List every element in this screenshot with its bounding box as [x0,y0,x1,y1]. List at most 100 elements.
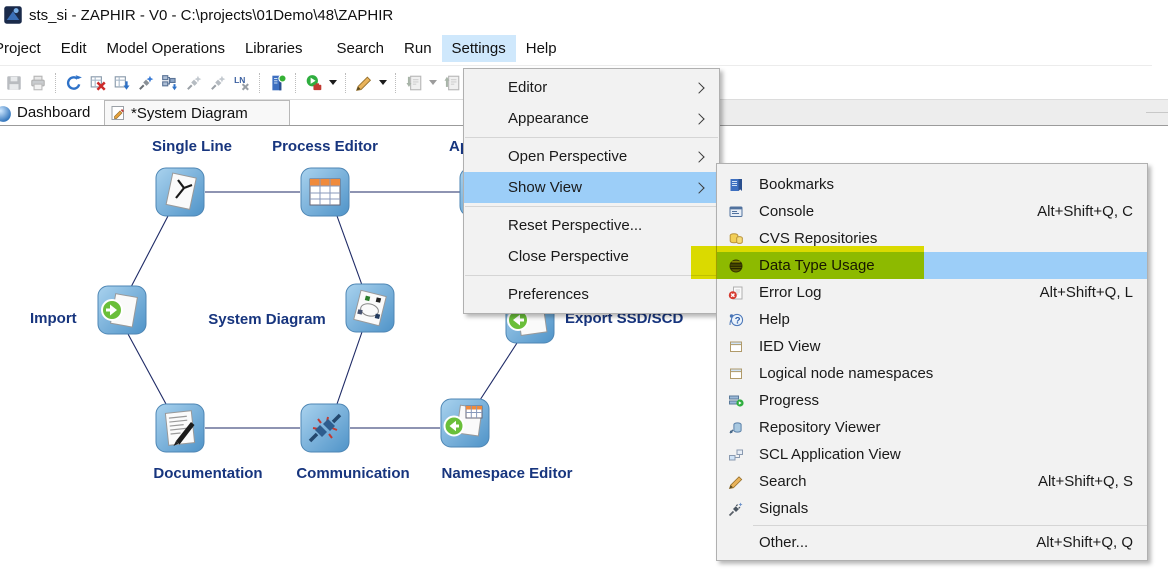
console-icon [728,204,745,220]
show-view-item-signals[interactable]: Signals [717,495,1147,522]
menu-item-label: Bookmarks [759,176,835,193]
toolbar-button-wizard-icon[interactable] [182,71,206,95]
menu-separator [753,525,1147,526]
bookmarks-icon [728,177,745,193]
menu-item-label: Open Perspective [508,148,628,165]
toolbar-button-save-icon[interactable] [2,71,26,95]
toolbar-button-refresh-icon[interactable] [62,71,86,95]
toolbar-button-library-icon[interactable] [266,71,290,95]
menu-item-label: Console [759,203,815,220]
node-namespace-editor[interactable] [440,398,490,448]
menubar-item-libraries[interactable]: Libraries [244,39,303,57]
menubar-item-model-operations[interactable]: Model Operations [106,39,225,57]
dashboard-sphere-icon [0,104,12,122]
toolbar-button-checkout-icon[interactable] [440,71,464,95]
menu-item-label: Reset Perspective... [508,217,643,234]
node-documentation[interactable] [155,403,205,453]
tab-system-diagram-label: *System Diagram [131,104,248,122]
settings-menu-item-appearance[interactable]: Appearance [464,103,719,134]
toolbar-button-import-table-icon[interactable] [110,71,134,95]
dropdown-arrow-icon[interactable] [426,80,440,85]
show-view-item-scl-application-view[interactable]: SCL Application View [717,441,1147,468]
node-single-line[interactable] [155,167,205,217]
menu-item-label: Progress [759,392,820,409]
menu-item-label: Search [759,473,807,490]
toolbar-button-wizard-icon[interactable] [206,71,230,95]
node-process-editor[interactable] [300,167,350,217]
toolbar-button-print-icon[interactable] [26,71,50,95]
svg-text:LN: LN [234,75,245,85]
repository-viewer-icon [728,420,745,436]
submenu-chevron-icon [693,81,705,94]
tab-dashboard[interactable]: Dashboard [0,100,90,125]
menu-item-label: Preferences [508,286,589,303]
toolbar-button-checkin-icon[interactable] [402,71,426,95]
menu-item-label: Repository Viewer [759,419,881,436]
show-view-item-cvs-repositories[interactable]: CVS Repositories [717,225,1147,252]
data-type-usage-icon [728,258,745,274]
menu-item-label: Close Perspective [508,248,629,265]
show-view-item-ied-view[interactable]: IED View [717,333,1147,360]
toolbar-button-new-connection-icon[interactable] [134,71,158,95]
tab-dashboard-label: Dashboard [17,104,91,121]
menubar-item-search[interactable]: Search [336,39,385,57]
menubar-item-settings[interactable]: Settings [441,34,516,62]
toolbar-separator [259,72,261,93]
window-title: sts_si - ZAPHIR - V0 - C:\projects\01Dem… [29,6,394,24]
scl-application-view-icon [728,447,745,463]
settings-menu-item-open-perspective[interactable]: Open Perspective [464,141,719,172]
menubar-item-help[interactable]: Help [525,39,557,57]
menubar-item-run[interactable]: Run [404,39,432,57]
search-icon [728,474,745,490]
error-log-icon [728,285,745,301]
tab-system-diagram[interactable]: *System Diagram [104,100,290,125]
menu-item-label: CVS Repositories [759,230,878,247]
no-icon [728,535,745,551]
node-label-namespace-editor: Namespace Editor [441,465,573,482]
dropdown-arrow-icon[interactable] [376,80,390,85]
menu-item-label: Other... [759,534,809,551]
menubar-item-project[interactable]: Project [0,39,41,57]
menu-item-label: Logical node namespaces [759,365,934,382]
node-import[interactable] [97,285,147,335]
toolbar-button-import-hierarchy-icon[interactable] [158,71,182,95]
menu-item-shortcut: Alt+Shift+Q, C [1037,203,1133,220]
dropdown-arrow-icon[interactable] [326,80,340,85]
menu-separator [465,137,718,138]
show-view-item-help[interactable]: ? Help [717,306,1147,333]
settings-menu-item-close-perspective[interactable]: Close Perspective [464,241,719,272]
toolbar-separator [395,72,397,93]
show-view-item-repository-viewer[interactable]: Repository Viewer [717,414,1147,441]
toolbar-button-remove-ln-icon[interactable]: LN [230,71,254,95]
menu-item-label: Editor [508,79,548,96]
settings-menu-item-show-view[interactable]: Show View [464,172,719,203]
toolbar-separator [345,72,347,93]
show-view-item-logical-node-namespaces[interactable]: Logical node namespaces [717,360,1147,387]
submenu-chevron-icon [693,150,705,163]
toolbar-button-delete-table-icon[interactable] [86,71,110,95]
toolbar-button-search-pen-icon[interactable] [352,71,376,95]
settings-menu-item-reset-perspective[interactable]: Reset Perspective... [464,210,719,241]
show-view-item-progress[interactable]: Progress [717,387,1147,414]
menu-separator [465,206,718,207]
show-view-item-data-type-usage[interactable]: Data Type Usage [717,252,1147,279]
toolbar-button-run-config-icon[interactable] [302,71,326,95]
submenu-chevron-icon [693,181,705,194]
settings-menu-item-editor[interactable]: Editor [464,72,719,103]
menu-item-label: SCL Application View [759,446,901,463]
menu-item-label: Signals [759,500,809,517]
settings-menu-item-preferences[interactable]: Preferences [464,279,719,310]
help-icon: ? [728,312,745,328]
namespaces-icon [728,366,745,382]
node-communication[interactable] [300,403,350,453]
menubar-item-edit[interactable]: Edit [60,39,87,57]
node-system-diagram[interactable] [345,283,395,333]
show-view-item-bookmarks[interactable]: Bookmarks [717,171,1147,198]
show-view-item-console[interactable]: Console Alt+Shift+Q, C [717,198,1147,225]
show-view-item-other[interactable]: Other...Alt+Shift+Q, Q [717,529,1147,556]
menu-item-label: Help [759,311,790,328]
node-label-export: Export SSD/SCD [565,310,684,327]
